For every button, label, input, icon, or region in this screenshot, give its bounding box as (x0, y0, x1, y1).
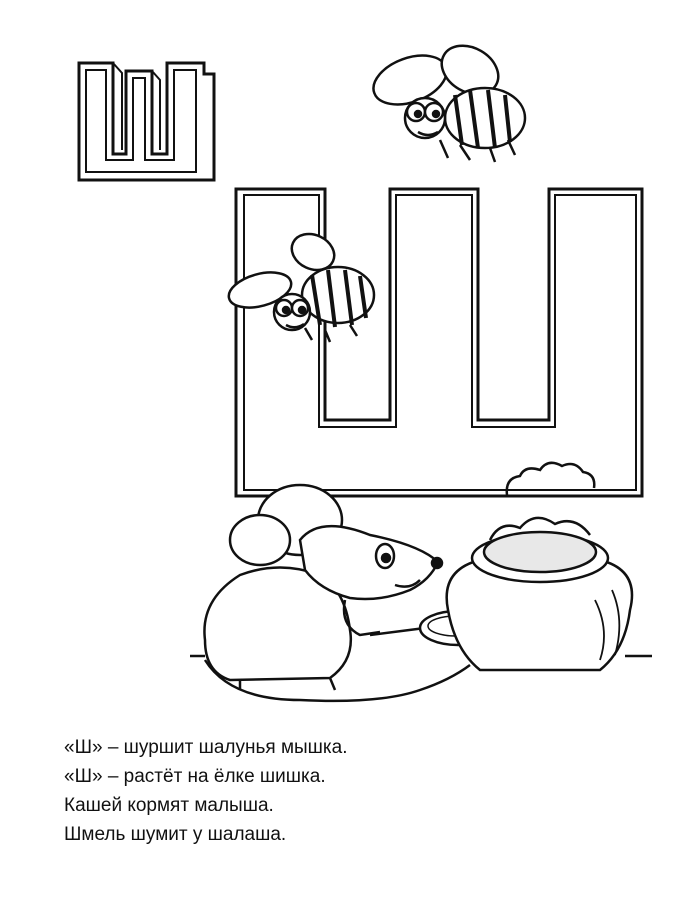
bumblebee-middle-illustration (227, 232, 376, 343)
poem-block: «Ш» – шуршит шалунья мышка. «Ш» – растёт… (64, 733, 664, 849)
steam-illustration (505, 461, 596, 496)
poem-line-4: Шмель шумит у шалаша. (64, 824, 287, 845)
mouse-illustration (203, 483, 471, 703)
bumblebee-top-illustration (372, 44, 527, 163)
poem-line-1: «Ш» – шуршит шалунья мышка. (64, 737, 348, 758)
small-letter-sha-outline (77, 61, 216, 182)
porridge-pot-illustration (445, 516, 634, 672)
poem-line-2: «Ш» – растёт на ёлке шишка. (64, 766, 326, 787)
big-letter-sha-outline (234, 187, 644, 498)
poem-line-3: Кашей кормят малыша. (64, 795, 274, 816)
